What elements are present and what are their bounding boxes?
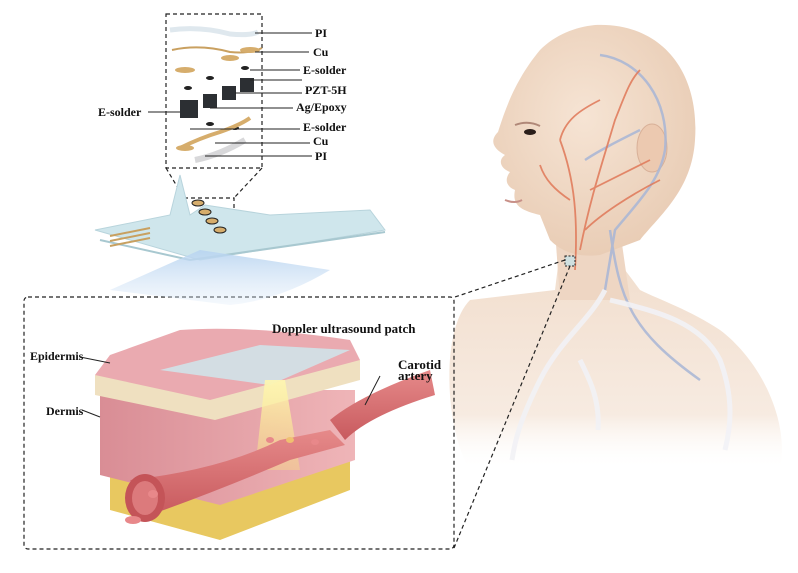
label-pi-bottom: PI [315,149,327,163]
label-pzt-5h: PZT-5H [305,83,347,97]
layer-stack-exploded [169,26,263,163]
label-e-solder-top: E-solder [303,63,347,77]
label-epidermis: Epidermis [30,349,84,363]
label-cu-bottom: Cu [313,134,329,148]
label-dermis: Dermis [46,404,84,418]
label-ag-epoxy: Ag/Epoxy [296,100,347,114]
patch-device [94,174,386,305]
label-e-solder-bottom: E-solder [303,120,347,134]
label-e-solder-left: E-solder [98,105,142,119]
cross-section-leaders [79,356,381,418]
human-figure [449,24,782,470]
label-pi-top: PI [315,26,327,40]
label-artery: artery [398,368,433,383]
label-cu-top: Cu [313,45,329,59]
label-doppler-patch: Doppler ultrasound patch [272,321,416,336]
patch-location-marker [564,255,576,267]
skin-cross-section [95,328,435,540]
layer-leader-lines [148,32,312,157]
label-carotid: Carotid [398,357,442,372]
